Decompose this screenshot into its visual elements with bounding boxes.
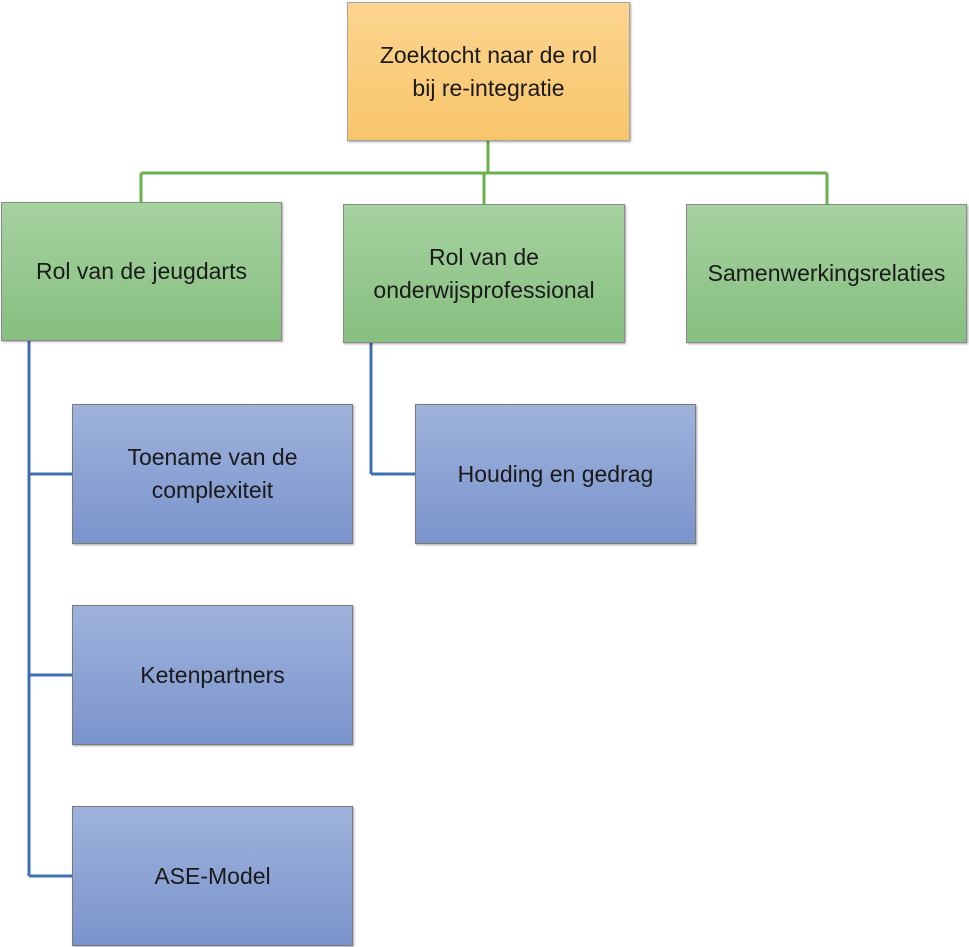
node-label: Ketenpartners xyxy=(140,661,285,688)
node-label: Houding en gedrag xyxy=(457,460,654,487)
node-label: Rol van de jeugdarts xyxy=(36,258,247,284)
node-ketenpartners: Ketenpartners xyxy=(72,605,353,745)
node-label: Samenwerkingsrelaties xyxy=(707,260,946,286)
node-houding-en-gedrag: Houding en gedrag xyxy=(415,404,696,544)
root-label: Zoektocht naar de rol bij re-integratie xyxy=(379,41,598,101)
node-rol-van-de-onderwijsprofessional: Rol van de onderwijsprofessional xyxy=(343,204,625,343)
node-label: Rol van de onderwijsprofessional xyxy=(373,243,595,303)
node-rol-van-de-jeugdarts: Rol van de jeugdarts xyxy=(1,202,282,341)
node-label: ASE-Model xyxy=(154,862,271,889)
node-samenwerkingsrelaties: Samenwerkingsrelaties xyxy=(686,204,967,343)
root-node: Zoektocht naar de rol bij re-integratie xyxy=(347,2,630,141)
node-label: Toename van de complexiteit xyxy=(127,444,298,503)
node-ase-model: ASE-Model xyxy=(72,806,353,946)
node-toename-van-de-complexiteit: Toename van de complexiteit xyxy=(72,404,353,544)
